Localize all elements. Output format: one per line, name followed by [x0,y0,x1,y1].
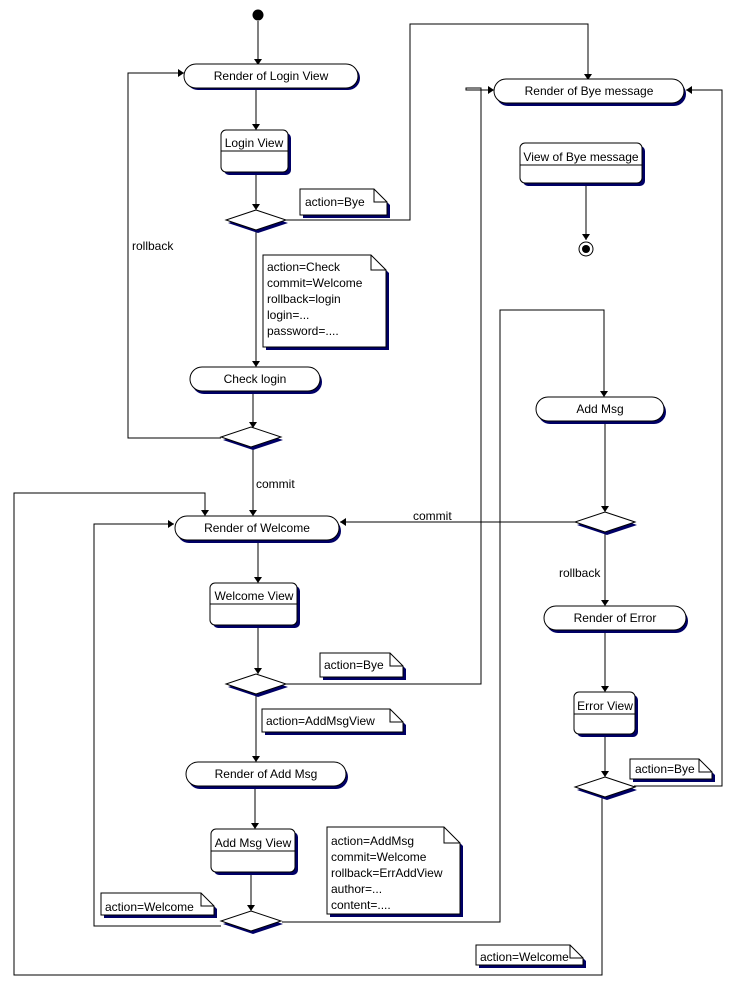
label-commit-check: commit [256,477,295,491]
view-label: Add Msg View [215,836,292,850]
note-bye-welcome: action=Bye [319,652,406,680]
note-line: action=AddMsgView [266,714,375,728]
note-welcome-bottom: action=Welcome [475,944,586,968]
note-line: rollback=ErrAddView [331,866,443,880]
view-label: View of Bye message [523,150,638,164]
state-check-login: Check login [189,366,322,394]
decision-add-msg [573,511,637,535]
state-label: Render of Welcome [204,521,310,535]
decision-check [219,426,283,450]
note-add-msg-view: action=AddMsgView [261,708,406,735]
state-render-add-msg: Render of Add Msg [185,761,348,789]
note-line: commit=Welcome [331,850,427,864]
state-render-error: Render of Error [543,605,688,633]
note-line: action=Bye [635,762,695,776]
end-node [578,241,594,257]
state-label: Add Msg [576,402,623,416]
view-bye: View of Bye message [519,142,645,186]
decision-add-msg-view [219,910,283,934]
label-rollback-add-msg: rollback [559,566,601,580]
view-add-msg: Add Msg View [210,828,298,875]
state-label: Render of Add Msg [215,767,318,781]
view-label: Error View [577,699,633,713]
note-bye-login: action=Bye [299,188,390,218]
view-error: Error View [573,691,638,737]
state-label: Render of Bye message [525,84,654,98]
label-commit-add-msg: commit [413,509,452,523]
state-label: Check login [224,372,287,386]
note-line: author=... [331,882,382,896]
note-line: action=Bye [324,658,384,672]
decision-login [224,209,288,233]
label-rollback-login: rollback [132,239,174,253]
state-label: Render of Error [574,611,657,625]
note-line: action=Check [267,260,341,274]
state-label: Render of Login View [214,69,329,83]
note-line: password=.... [267,324,339,338]
start-node [252,9,264,21]
state-render-welcome: Render of Welcome [174,515,341,543]
note-bye-error: action=Bye [629,758,715,782]
view-welcome: Welcome View [209,582,300,628]
note-line: action=AddMsg [331,834,414,848]
state-add-msg: Add Msg [535,396,666,424]
view-label: Login View [225,136,284,150]
note-welcome-left: action=Welcome [100,892,217,918]
state-render-bye: Render of Bye message [493,78,686,106]
note-line: action=Bye [305,195,365,209]
note-line: rollback=login [267,292,341,306]
decision-welcome [224,673,288,697]
note-check: action=Check commit=Welcome rollback=log… [262,254,389,350]
note-line: login=... [267,308,309,322]
note-line: content=.... [331,898,391,912]
note-line: action=Welcome [105,900,194,914]
view-label: Welcome View [215,589,294,603]
transitions [13,21,723,976]
note-line: action=Welcome [480,950,569,964]
state-render-login: Render of Login View [183,63,360,90]
decision-error [573,776,637,800]
note-line: commit=Welcome [267,276,363,290]
note-add-msg: action=AddMsg commit=Welcome rollback=Er… [326,826,463,917]
view-login: Login View [220,129,291,175]
